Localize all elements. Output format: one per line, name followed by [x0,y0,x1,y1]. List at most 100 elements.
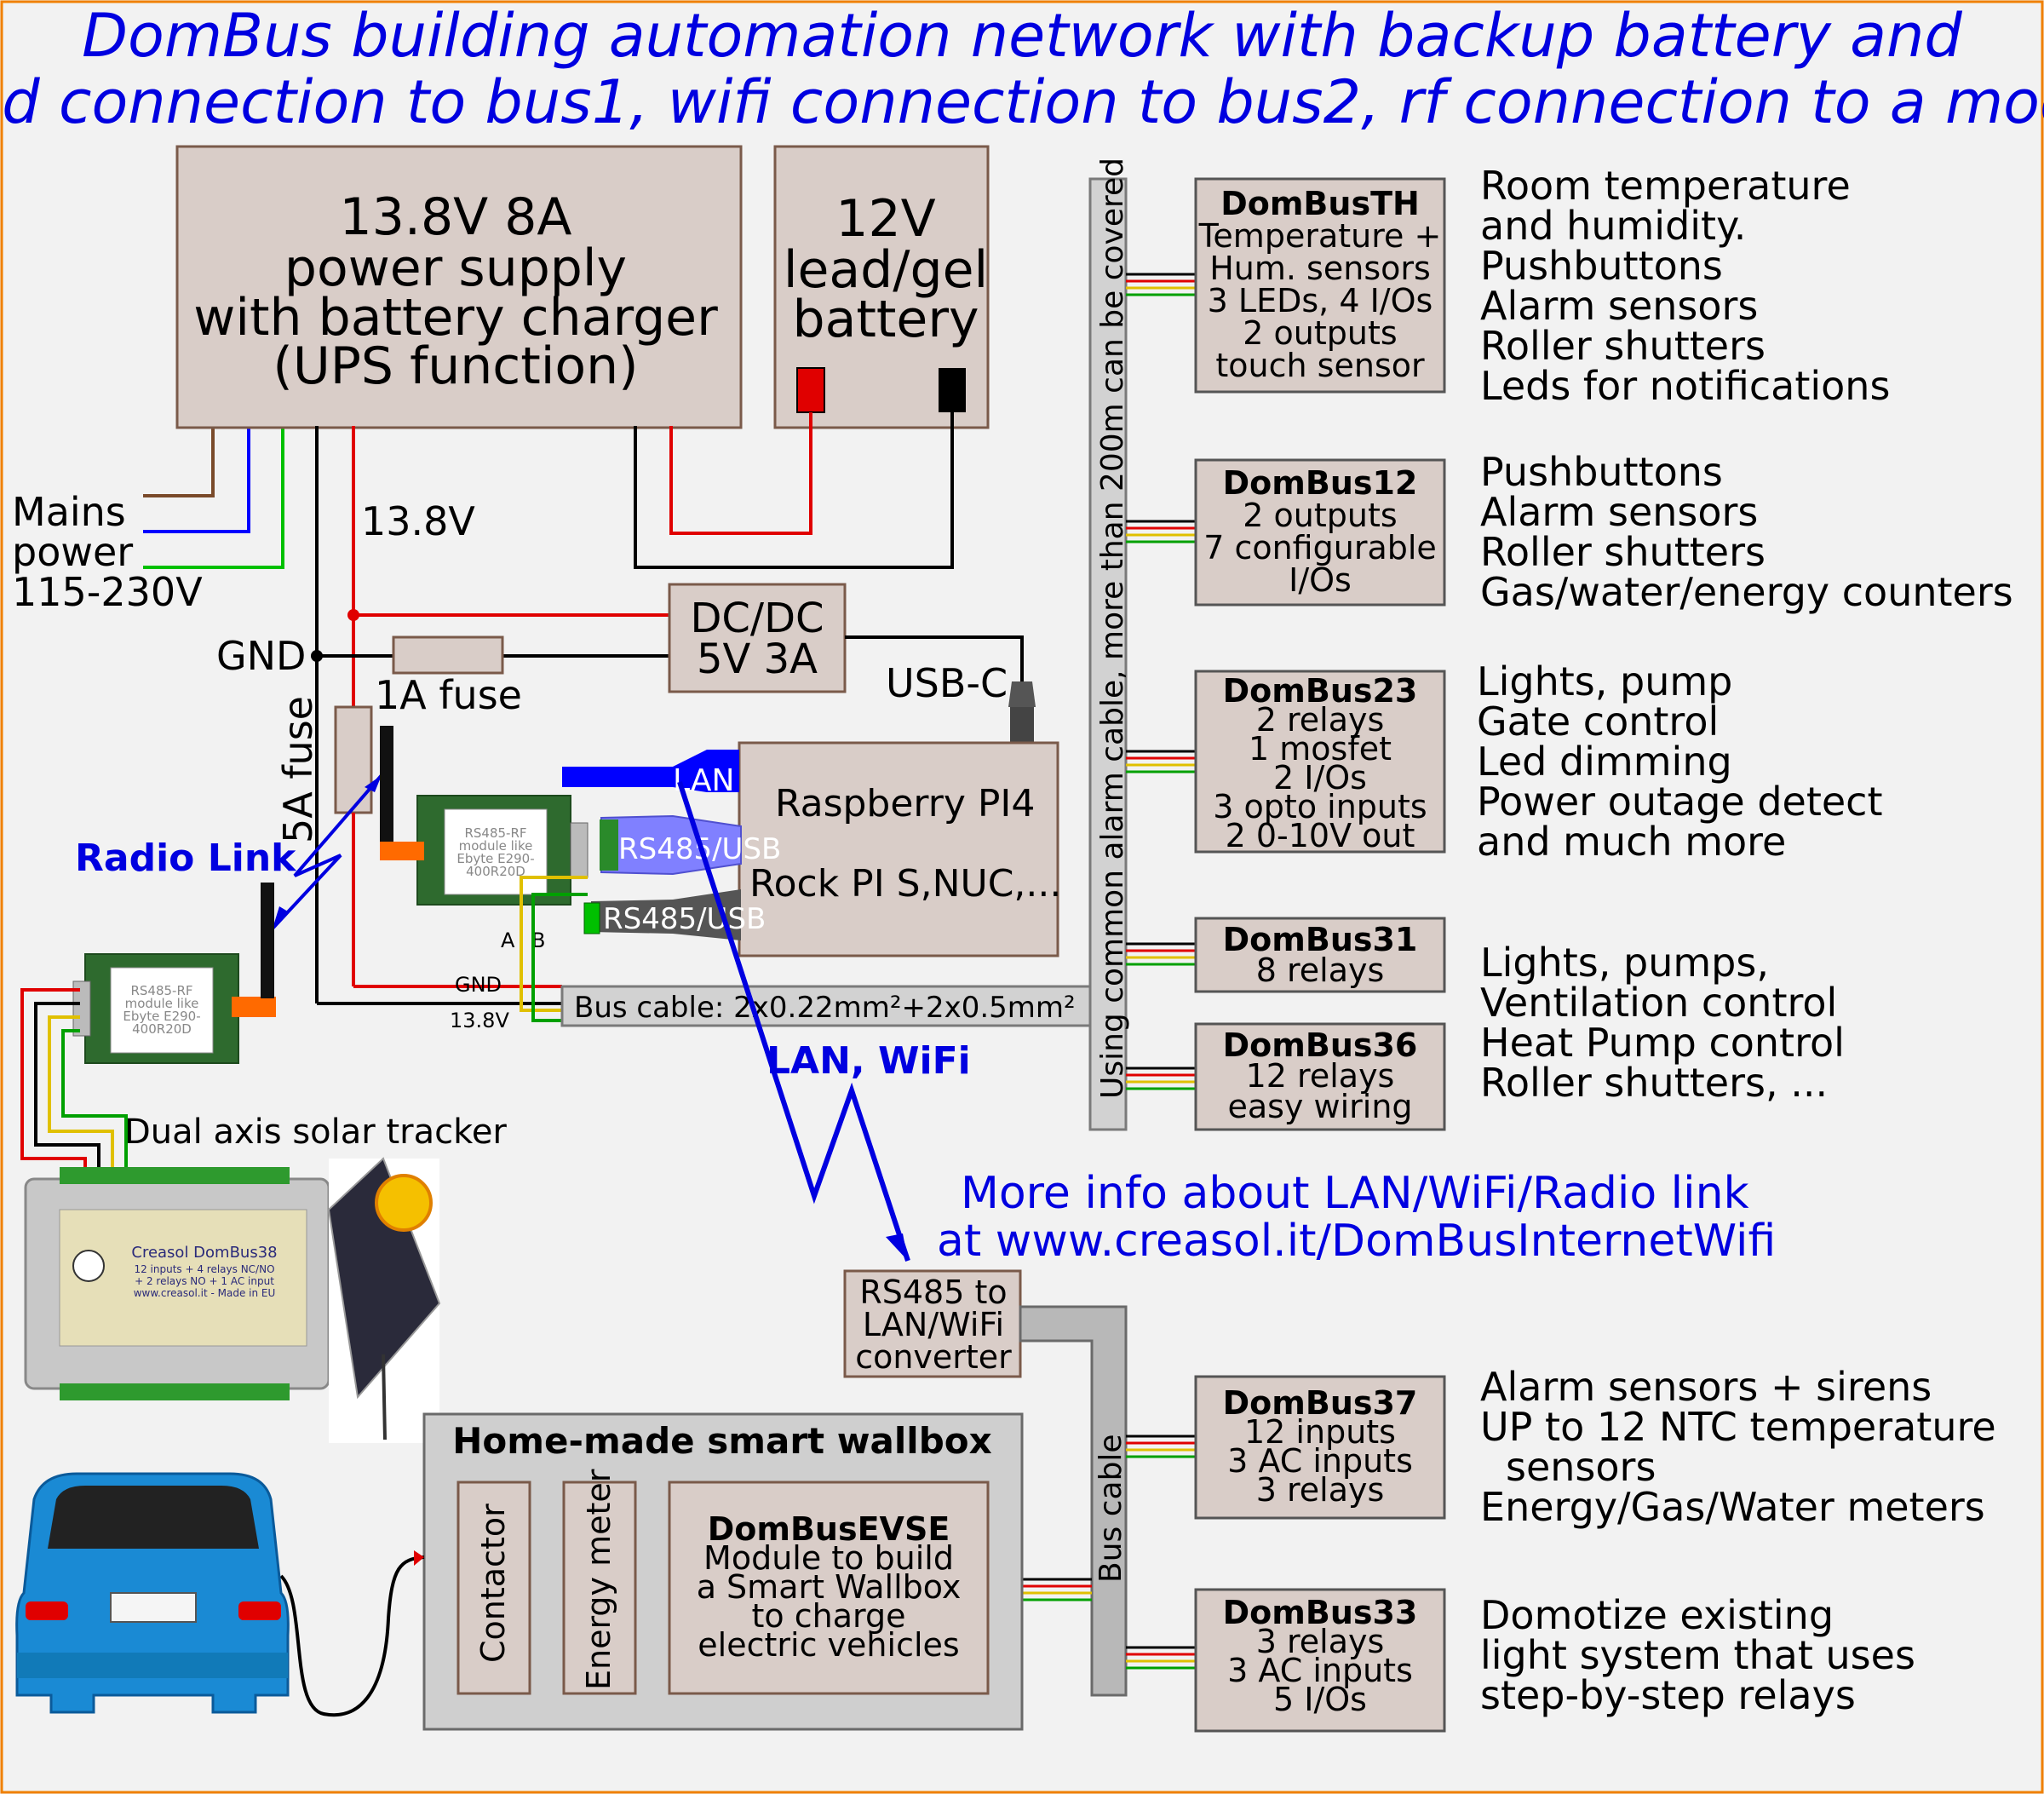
radio-arrow-up [365,775,382,792]
junction-gnd [311,650,323,662]
module-dombusth-name: DomBusTH [1220,185,1420,222]
mains-line-3: 115-230V [12,569,203,615]
desc-dombus33-3: step-by-step relays [1480,1672,1856,1718]
v138-label: 13.8V [361,498,475,544]
dombus38-top-terminals [60,1167,290,1184]
desc-dombus33-1: Domotize existing [1480,1592,1834,1638]
contactor [456,1481,531,1695]
rs485usb-adapter-2 [591,889,741,940]
solar-panel-pole [382,1354,387,1440]
bus-cable-vertical-upper [1088,177,1128,1131]
v138-small-label: 13.8V [450,1009,509,1032]
desc-dombusth-1: Room temperature [1480,163,1851,209]
usbc-connector [1010,707,1034,743]
rf-lower-line-2: module like [125,996,199,1011]
evse-line-3: to charge [752,1597,906,1635]
b-label: B [531,929,545,952]
rf-module-upper-label-bg [444,808,548,895]
module-dombus12-name: DomBus12 [1223,464,1418,502]
rs485-lan-converter [843,1269,1022,1378]
bus-cable-vertical-label: Bus cable [1094,1434,1128,1583]
desc-dombus37-3: sensors [1506,1444,1656,1490]
evse-title: DomBusEVSE [708,1510,950,1548]
rpi-line-2: Rock PI S,NUC,... [749,862,1061,906]
desc-dombus23-1: Lights, pump [1477,658,1732,704]
desc-dombusth-6: Leds for notifications [1480,363,1890,409]
bus-b-wire [531,893,588,1022]
blue-wire [143,426,250,533]
rf-lower-antenna-base [232,997,276,1017]
desc-dombus36-2: Ventilation control [1480,980,1837,1026]
lan-wifi-label: LAN, WiFi [766,1039,971,1083]
desc-dombus23-3: Led dimming [1477,739,1732,785]
energy-meter [562,1481,637,1695]
desc-dombus36-1: Lights, pumps, [1480,940,1769,986]
bus-cable-lower [1019,1305,1128,1697]
rf-lower-line-4: 400R20D [132,1021,192,1037]
battery-line-2: lead/gel [784,240,988,300]
module-dombus33-line-2: 3 AC inputs [1227,1652,1413,1689]
psu-line-3: with battery charger [193,288,718,348]
rf-upper-line-3: Ebyte E290- [456,851,534,866]
dombus38-line-3: www.creasol.it - Made in EU [134,1287,276,1299]
dcdc-line-2: 5V 3A [697,635,818,683]
desc-dombus23-2: Gate control [1477,699,1719,745]
module-dombus12 [1194,458,1446,607]
fuse-5a-label: 5A fuse [275,696,321,843]
desc-dombus12-2: Alarm sensors [1480,489,1758,535]
alarm-cable-label: Using common alarm cable, more than 200m… [1095,158,1130,1099]
evse-line-4: electric vehicles [698,1626,959,1664]
battery-minus-terminal [939,368,966,412]
dombus38-line-1: 12 inputs + 4 relays NC/NO [134,1263,274,1275]
module-dombusth [1194,177,1446,394]
title-line-1: DomBus building automation network with … [82,1,1962,71]
module-dombus37 [1194,1375,1446,1520]
module-dombus36-name: DomBus36 [1223,1026,1418,1064]
desc-dombusth-4: Alarm sensors [1480,283,1758,329]
stubs-upper [1126,273,1196,1090]
module-dombus37-name: DomBus37 [1223,1384,1418,1422]
module-dombus23-line-1: 2 relays [1256,701,1385,739]
psu-line-2: power supply [284,239,627,298]
dombus38-line-2: + 2 relays NO + 1 AC input [135,1275,274,1287]
module-dombus23-line-4: 3 opto inputs [1213,788,1427,825]
title-line-2: wired connection to bus1, wifi connectio… [0,67,2044,137]
dombus38-title: Creasol DomBus38 [131,1244,277,1262]
solar-tracker-label: Dual axis solar tracker [124,1113,507,1152]
raspberry-pi [738,741,1059,957]
module-dombusth-line-4: 2 outputs [1243,314,1397,352]
info-line-1: More info about LAN/WiFi/Radio link [961,1168,1749,1219]
battery-plus-terminal [796,367,825,413]
rf-module-lower-label-bg [110,967,214,1054]
rf-lower-antenna [261,883,274,998]
charging-plug [414,1550,424,1566]
rf-lower-connector [72,980,91,1037]
rs485usb-1-terminal [600,819,618,871]
battery-red-wire [669,412,812,535]
stubs-lower [1022,1435,1196,1670]
energy-meter-label: Energy meter [580,1469,617,1690]
rf-wire-green [61,1029,128,1176]
desc-dombus37-1: Alarm sensors + sirens [1480,1364,1932,1410]
desc-dombusth-5: Roller shutters [1480,323,1766,369]
rf-wire-yellow [48,1015,114,1176]
module-dombusth-line-5: touch sensor [1215,347,1425,384]
module-dombus12-line-3: I/Os [1289,561,1352,599]
desc-dombus12-4: Gas/water/energy counters [1480,569,2013,615]
converter-line-3: converter [855,1338,1012,1376]
dcdc-converter [668,583,847,693]
rpi-line-1: Raspberry PI4 [775,782,1035,825]
psu-line-4: (UPS function) [273,336,638,396]
bus-a-wire [520,876,588,1012]
fuse-1a [392,635,504,675]
sun-icon [375,1174,433,1232]
rs485usb-2-label: RS485/USB [603,902,766,936]
module-dombus23-line-2: 1 mosfet [1249,730,1392,768]
bus-cable-label: Bus cable: 2x0.22mm²+2x0.5mm² [574,991,1076,1025]
dombusevse [668,1481,990,1695]
desc-dombus23-5: and much more [1477,819,1786,865]
module-dombus33-line-3: 5 I/Os [1273,1681,1367,1718]
radio-arrow-down [273,906,288,929]
mains-line-1: Mains [12,489,126,535]
